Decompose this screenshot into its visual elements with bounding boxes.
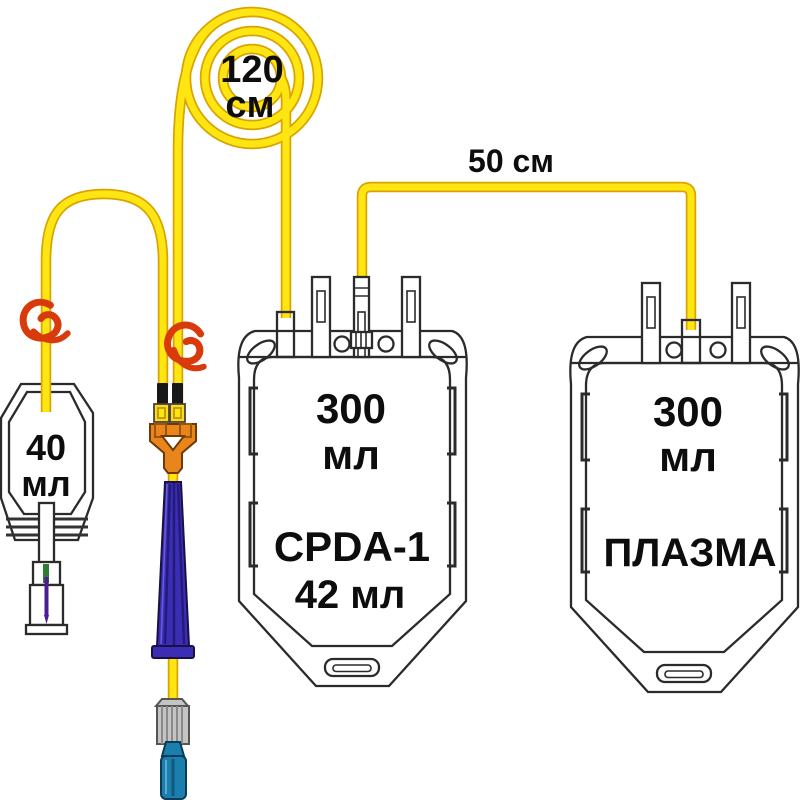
y-connector: [149, 423, 197, 474]
plasma-bag-ports: [640, 281, 752, 365]
sample-bag-unit-label: мл: [21, 463, 71, 504]
collection-bag-spike-port-left: [310, 275, 332, 359]
plasma-bag-volume-label: 300: [653, 388, 723, 435]
coil-length-value-label: 120: [220, 49, 283, 91]
collection-bag-anticoagulant-label: CPDA-1: [274, 523, 430, 570]
plasma-bag: 300 мл ПЛАЗМА: [568, 335, 800, 694]
vacuum-tube-holder: [24, 560, 69, 636]
needle-cap: [160, 741, 187, 800]
collection-bag-volume-label: 300: [316, 385, 386, 432]
tube-sleeve-right: [172, 383, 183, 404]
tube-sleeve-left: [157, 383, 168, 404]
sample-bag-volume-label: 40: [26, 427, 66, 468]
collection-bag-anticoagulant-volume-label: 42 мл: [295, 573, 406, 617]
coil-length-unit-label: см: [225, 84, 274, 126]
holder-needle-tip: [44, 615, 49, 624]
plasma-bag-inlet-port: [680, 318, 702, 365]
collection-bag-unit-label: мл: [322, 431, 380, 478]
collection-bag-inlet-port: [275, 310, 296, 359]
y-connector-notch: [159, 435, 187, 452]
plasma-bag-spike-port-left: [640, 281, 662, 365]
needle-protector-flange: [151, 645, 195, 659]
collection-bag-ports: [275, 275, 422, 359]
sample-pouch-inner-outline: [7, 390, 87, 516]
sample-pouch-neck: [37, 501, 56, 565]
collection-bag-transfer-port: [349, 275, 374, 359]
pinch-clamp-collection-line: [164, 321, 207, 372]
plasma-bag-name-label: ПЛАЗМА: [604, 531, 777, 575]
plasma-bag-unit-label: мл: [659, 433, 717, 480]
holder-green-seal: [43, 564, 49, 583]
sample-pouch-outer-outline: [0, 382, 95, 542]
transfer-tube-length-label: 50 см: [468, 143, 554, 179]
plasma-bag-spike-port-right: [730, 281, 752, 365]
needle-hub-connector: [153, 698, 191, 745]
sample-pouch: 40 мл: [0, 382, 95, 636]
collection-bag-spike-port-right: [400, 275, 422, 359]
holder-base-flange: [24, 623, 69, 636]
needle-protector: [151, 481, 195, 659]
collection-bag: 300 мл CPDA-1 42 мл: [236, 329, 469, 688]
donor-needle-assembly: [149, 383, 197, 800]
pinch-clamp-sample-line: [19, 298, 71, 344]
